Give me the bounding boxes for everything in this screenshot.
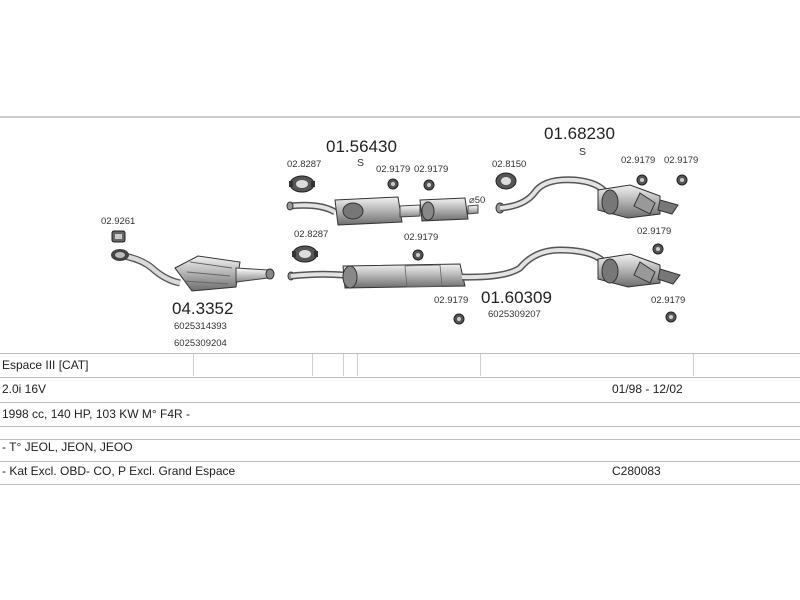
cell-divider (343, 354, 344, 376)
fitting-part-number: 02.9179 (434, 295, 468, 306)
fitting-part-number: 02.9179 (621, 155, 655, 166)
table-row: 1998 cc, 140 HP, 103 KW M° F4R - (0, 403, 800, 425)
cell-divider (193, 354, 194, 376)
fitting-part-number: 02.8150 (492, 159, 526, 170)
table-row: - T° JEOL, JEON, JEOO (0, 436, 800, 458)
fitting-part-number: 02.8287 (287, 159, 321, 170)
catalyst-oem-number: 6025309204 (174, 338, 227, 349)
table-row: Espace III [CAT] (0, 354, 800, 376)
pipe-diameter-label: ⌀50 (469, 195, 485, 206)
rear-muffler-top (495, 176, 679, 219)
table-divider (0, 426, 800, 427)
clamp-icon (387, 178, 399, 190)
catalytic-converter (111, 249, 275, 292)
front-muffler-bottom (287, 263, 466, 289)
clamp-icon (636, 174, 648, 186)
clamp-icon (676, 174, 688, 186)
rear-muffler-top-part-number: 01.68230 (544, 124, 615, 143)
table-divider (0, 461, 800, 462)
muffler-bottom-part-number: 01.60309 (481, 288, 552, 307)
clamp-icon (111, 230, 126, 243)
production-years: 01/98 - 12/02 (612, 382, 683, 396)
clamp-icon (412, 249, 424, 261)
fitting-part-number: 02.9179 (664, 155, 698, 166)
model-name: Espace III [CAT] (2, 358, 89, 372)
fitting-part-number: 02.9179 (414, 164, 448, 175)
catalyst-part-number: 04.3352 (172, 299, 233, 318)
kit-code: C280083 (612, 464, 661, 478)
fitting-part-number: 02.9261 (101, 216, 135, 227)
fitting-part-number: 02.9179 (651, 295, 685, 306)
engine-specs: 1998 cc, 140 HP, 103 KW M° F4R - (2, 407, 190, 421)
fitting-part-number: 02.9179 (404, 232, 438, 243)
engine-name: 2.0i 16V (2, 382, 47, 396)
table-divider (0, 402, 800, 403)
table-divider (0, 377, 800, 378)
fitting-part-number: 02.9179 (637, 226, 671, 237)
cell-divider (357, 354, 358, 376)
table-divider (0, 353, 800, 354)
table-divider (0, 484, 800, 485)
connector-icon (495, 172, 517, 190)
vehicle-types: - T° JEOL, JEON, JEOO (2, 440, 133, 454)
front-muffler-top (286, 196, 479, 226)
rubber-mount-icon (289, 175, 315, 193)
table-row: 2.0i 16V 01/98 - 12/02 (0, 378, 800, 400)
cell-divider (480, 354, 481, 376)
catalyst-oem-number: 6025314393 (174, 321, 227, 332)
cell-divider (693, 354, 694, 376)
rubber-mount-icon (292, 245, 318, 263)
clamp-icon (652, 243, 664, 255)
rear-muffler-bottom (461, 246, 681, 288)
table-divider (0, 439, 800, 440)
muffler-top-part-number: 01.56430 (326, 137, 397, 156)
cell-divider (312, 354, 313, 376)
rear-muffler-top-tag: S (579, 146, 586, 158)
clamp-icon (453, 313, 465, 325)
table-row: - Kat Excl. OBD- CO, P Excl. Grand Espac… (0, 460, 800, 482)
clamp-icon (665, 311, 677, 323)
muffler-bottom-oem-number: 6025309207 (488, 309, 541, 320)
muffler-top-tag: S (357, 157, 364, 169)
clamp-icon (423, 179, 435, 191)
fitting-part-number: 02.8287 (294, 229, 328, 240)
fitting-part-number: 02.9179 (376, 164, 410, 175)
fitment-notes: - Kat Excl. OBD- CO, P Excl. Grand Espac… (2, 464, 236, 478)
